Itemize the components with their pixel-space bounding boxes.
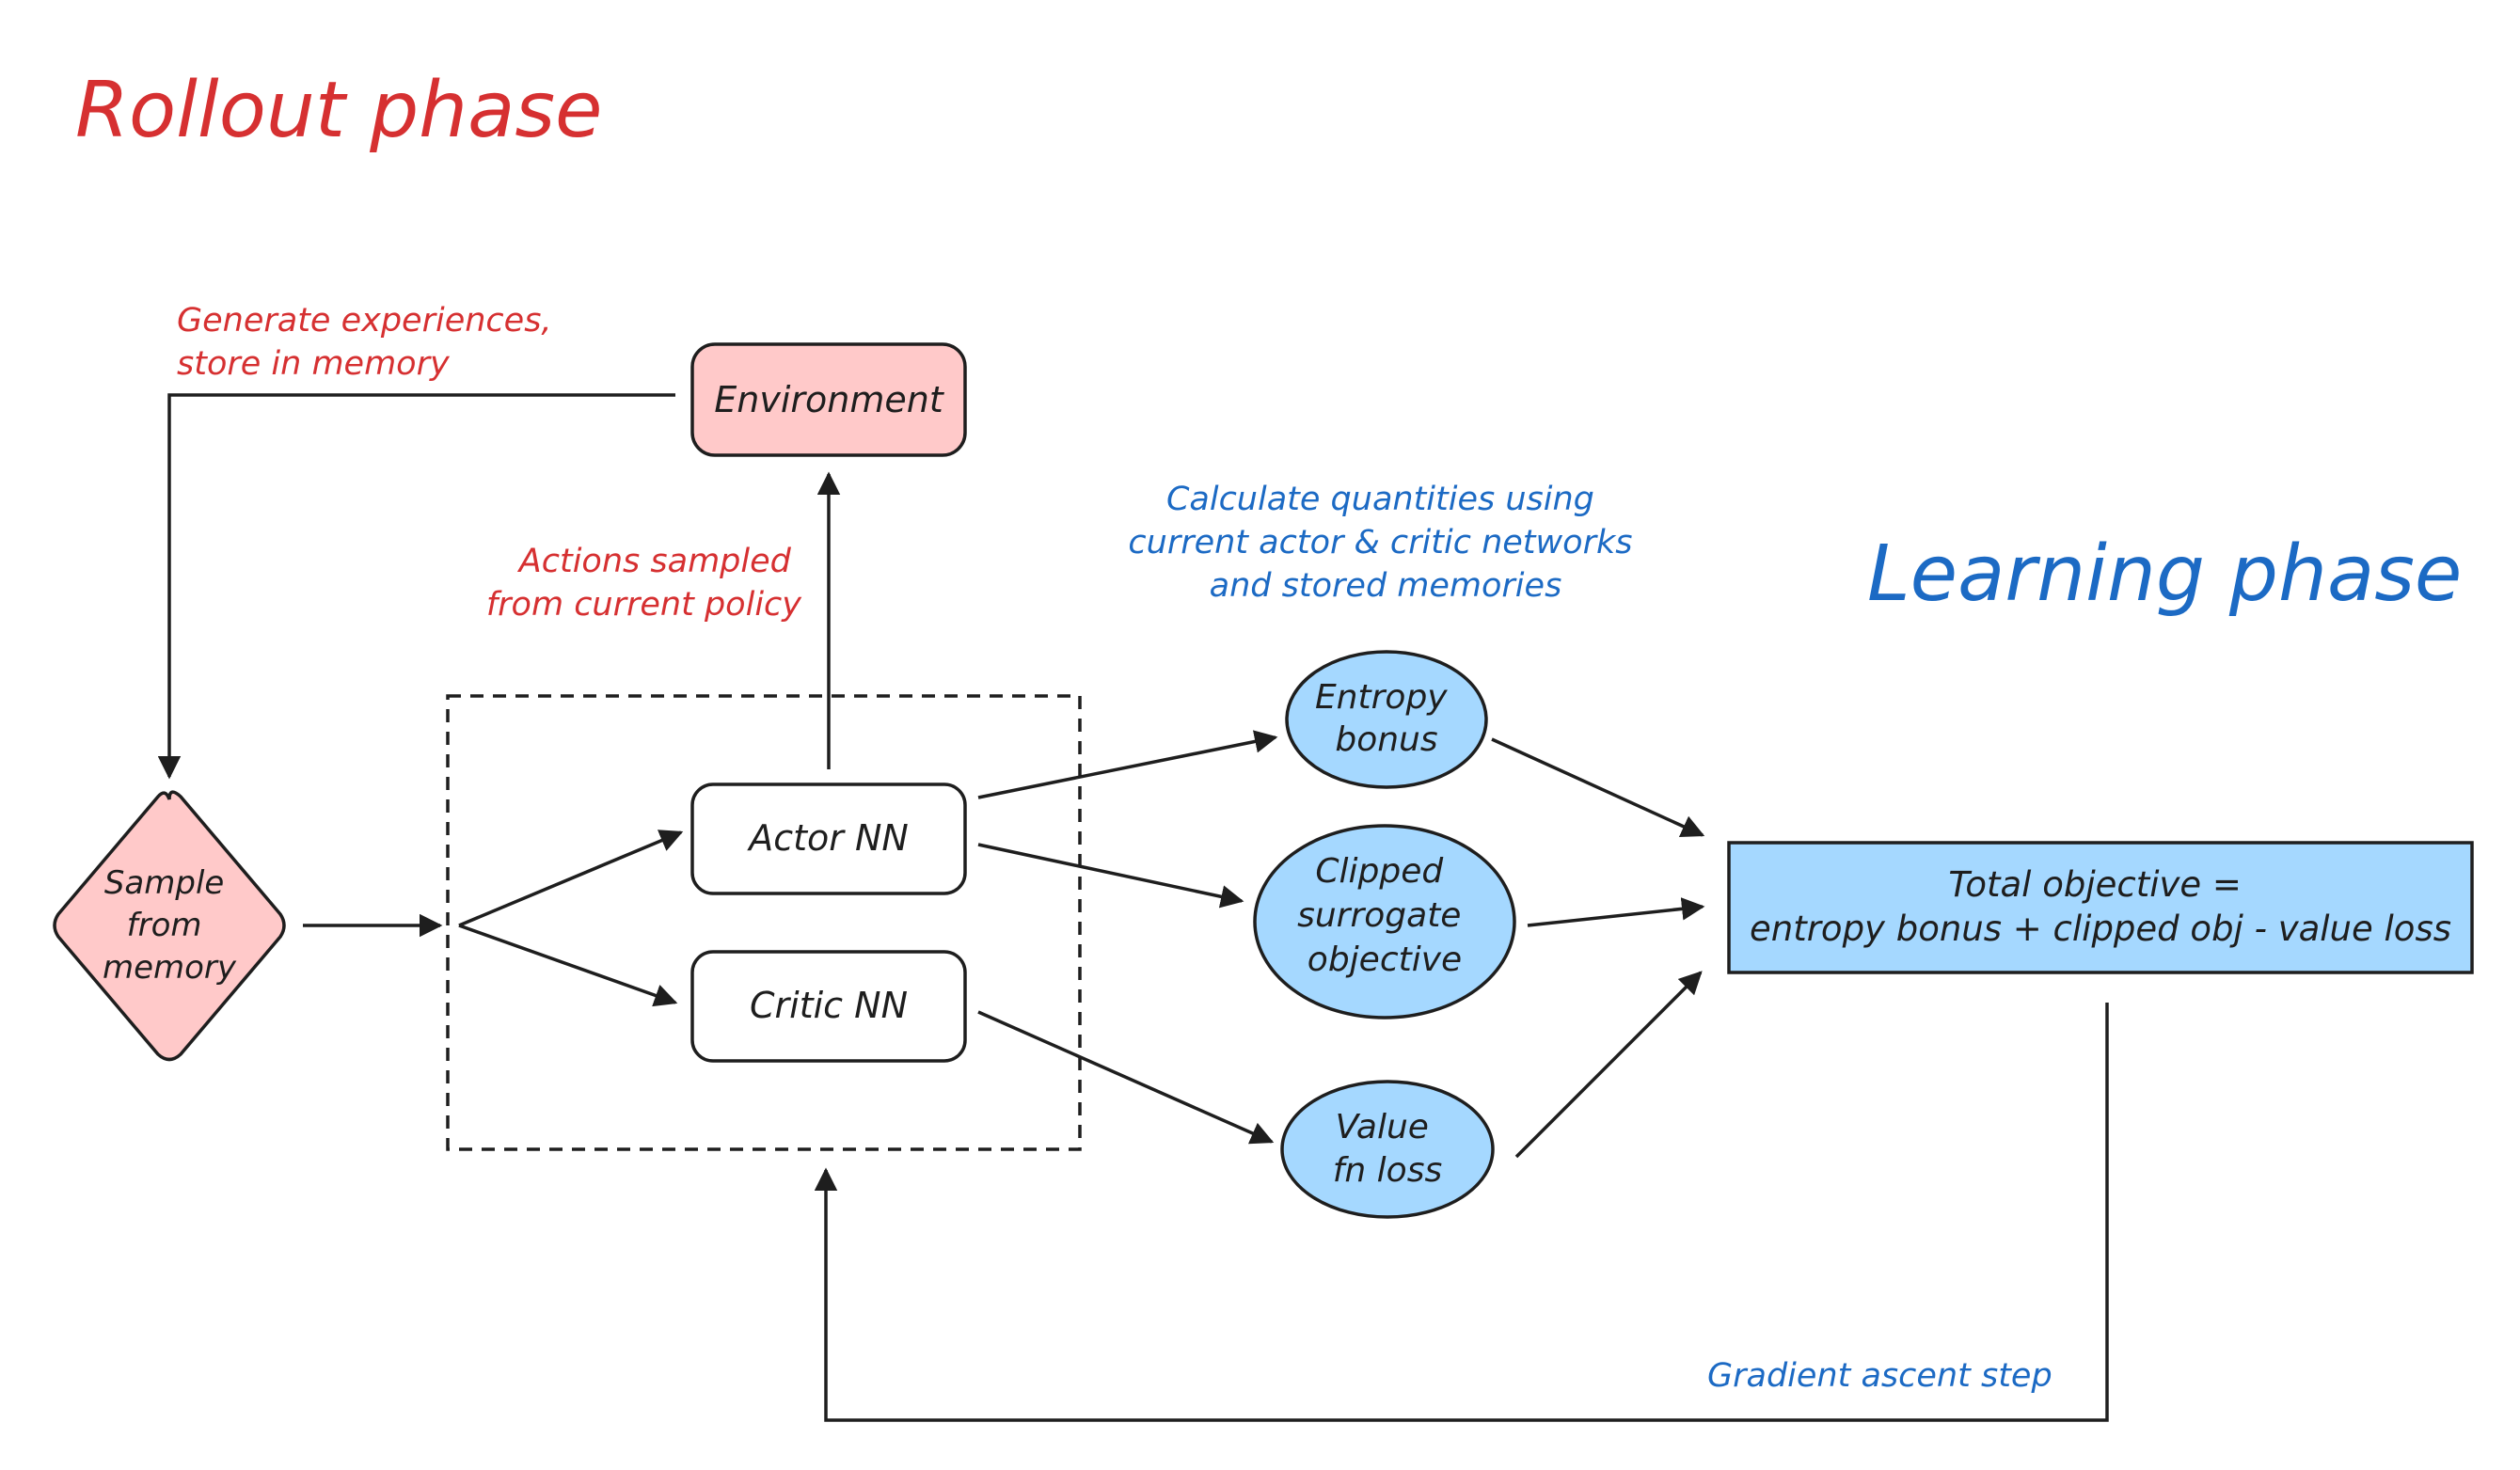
entropy-bonus-label: Entropy bonus: [1315, 678, 1458, 759]
environment-label: Environment: [714, 379, 945, 420]
actor-nn-node: [690, 782, 967, 895]
arrow-actor-to-entropy: [977, 730, 1278, 799]
arrow-environment-to-memory: [157, 393, 675, 780]
total-objective-node: [1727, 841, 2474, 974]
clipped-surrogate-node: [1253, 824, 1516, 1020]
actor-nn-label: Actor NN: [746, 817, 909, 859]
clipped-surrogate-label: Clipped surrogate objective: [1297, 852, 1472, 979]
actions-sampled-note: Actions sampled from current policy: [486, 543, 802, 624]
value-fn-loss-node: [1280, 1080, 1495, 1219]
sample-from-memory-node: [53, 790, 286, 1062]
critic-nn-node: [690, 950, 967, 1063]
arrow-clipped-to-total: [1527, 897, 1705, 927]
critic-nn-label: Critic NN: [750, 985, 908, 1026]
arrow-to-critic: [458, 924, 678, 1007]
arrow-gradient-ascent-loop: [814, 1003, 2109, 1422]
generate-experiences-note: Generate experiences, store in memory: [177, 302, 563, 383]
arrow-value-to-total: [1514, 971, 1703, 1159]
calculate-quantities-note: Calculate quantities using current actor…: [1128, 481, 1642, 605]
arrow-entropy-to-total: [1491, 737, 1705, 838]
arrow-to-actor: [458, 830, 684, 927]
arrow-critic-to-value: [977, 1010, 1275, 1145]
gradient-ascent-note: Gradient ascent step: [1707, 1357, 2052, 1395]
environment-node: [690, 342, 967, 457]
total-objective-label: Total objective = entropy bonus + clippe…: [1750, 864, 2451, 949]
networks-group-box: [446, 694, 1082, 1151]
learning-phase-title: Learning phase: [1867, 530, 2462, 619]
entropy-bonus-node: [1285, 650, 1488, 789]
arrow-actor-to-clipped: [977, 843, 1244, 909]
value-fn-loss-label: Value fn loss: [1333, 1108, 1442, 1190]
sample-from-memory-label: Sample from memory: [103, 864, 237, 987]
rollout-phase-title: Rollout phase: [75, 66, 603, 155]
